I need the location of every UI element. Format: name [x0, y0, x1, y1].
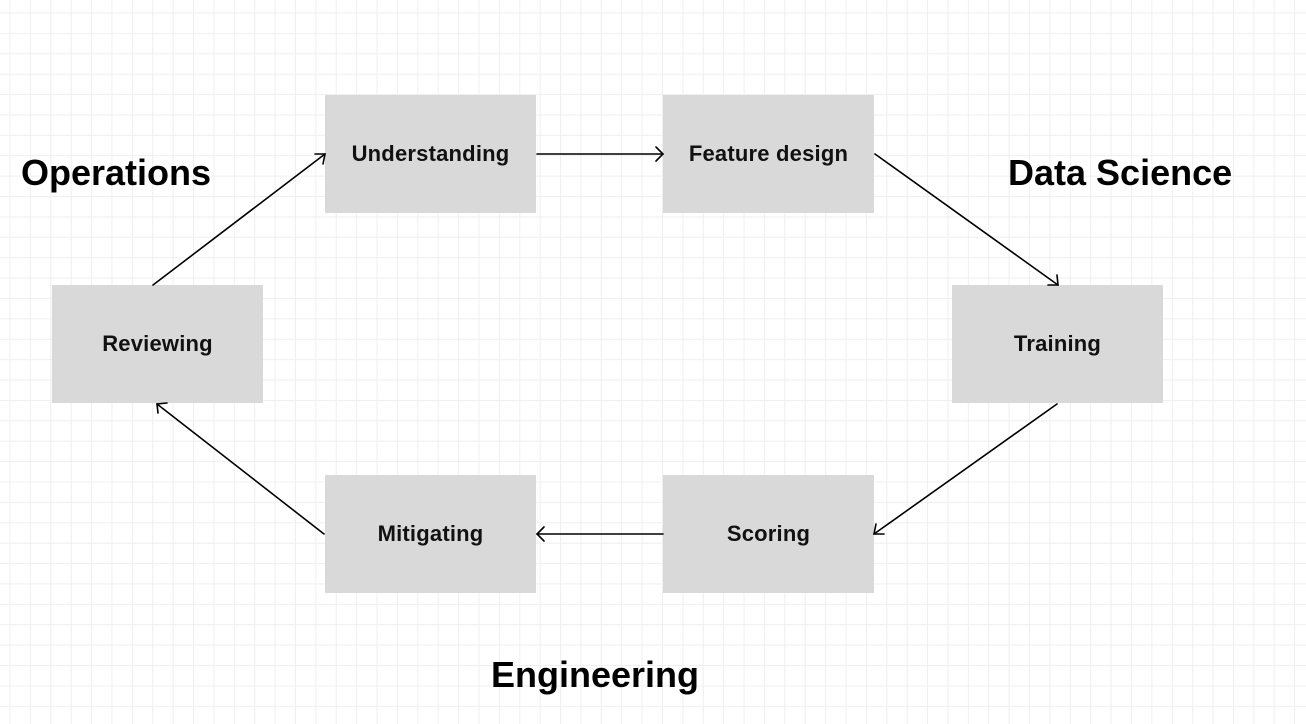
node-reviewing[interactable]: Reviewing: [52, 285, 263, 403]
node-label: Scoring: [726, 521, 811, 546]
edge-understanding-to-feature-design: [536, 146, 665, 162]
node-label: Understanding: [351, 141, 510, 166]
edge-mitigating-to-reviewing: [156, 402, 325, 535]
node-scoring[interactable]: Scoring: [663, 475, 874, 593]
node-understanding[interactable]: Understanding: [325, 95, 536, 213]
edge-feature-design-to-training: [874, 153, 1059, 286]
group-label-data-science: Data Science: [1008, 152, 1233, 193]
node-mitigating[interactable]: Mitigating: [325, 475, 536, 593]
node-label: Mitigating: [377, 521, 484, 546]
group-label-operations: Operations: [21, 152, 212, 193]
node-label: Training: [1013, 331, 1102, 356]
edge-training-to-scoring: [873, 403, 1058, 535]
node-training[interactable]: Training: [952, 285, 1163, 403]
group-label-engineering: Engineering: [491, 654, 700, 695]
node-label: Feature design: [688, 141, 849, 166]
node-label: Reviewing: [102, 331, 213, 356]
edge-reviewing-to-understanding: [152, 153, 326, 286]
node-feature-design[interactable]: Feature design: [663, 95, 874, 213]
edge-scoring-to-mitigating: [535, 526, 664, 542]
